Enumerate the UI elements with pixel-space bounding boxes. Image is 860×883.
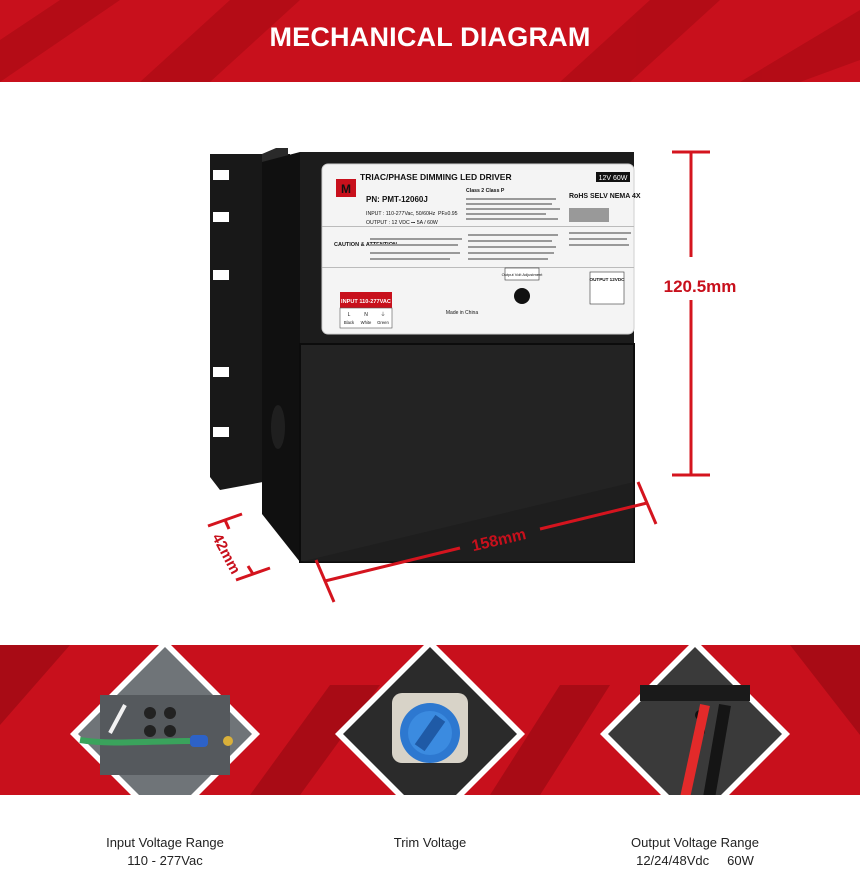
label-pf: PF≥0.95: [438, 211, 458, 217]
caption-trim-voltage: Trim Voltage: [320, 834, 540, 852]
header-banner: MECHANICAL DIAGRAM: [0, 0, 860, 82]
knockout-hole: [271, 405, 285, 449]
label-output-box: OUTPUT 12VDC: [590, 277, 626, 282]
caption-input-title: Input Voltage Range: [106, 835, 224, 850]
trim-dial-icon: [514, 288, 530, 304]
label-input-box: INPUT 110-277VAC: [341, 299, 391, 305]
label-caution: CAUTION & ATTENTION: [334, 242, 397, 248]
wire-g: ⏚: [380, 311, 385, 318]
label-certs: RoHS SELV NEMA 4X: [569, 193, 641, 200]
caption-input-value: 110 - 277Vac: [127, 853, 203, 868]
detail-band-graphic: [0, 645, 860, 795]
driver-side: [262, 152, 300, 562]
caption-output-value: 12/24/48Vdc 60W: [636, 853, 754, 868]
caption-output-title: Output Voltage Range: [631, 835, 759, 850]
label-class: Class 2 Class P: [466, 188, 505, 194]
label-output: OUTPUT : 12 VDC ⎓ 5A / 60W: [366, 220, 438, 226]
dimension-height: 120.5mm: [664, 150, 737, 477]
detail-output-wires: [600, 645, 790, 795]
product-label: M TRIAC/PHASE DIMMING LED DRIVER 12V 60W…: [321, 163, 641, 335]
detail-band: [0, 645, 860, 795]
label-badge: 12V 60W: [599, 175, 628, 182]
wire-n: N: [364, 312, 368, 318]
height-label: 120.5mm: [664, 277, 737, 296]
caption-output-voltage: Output Voltage Range 12/24/48Vdc 60W: [585, 834, 805, 870]
label-made-in: Made in China: [446, 310, 478, 316]
mechanical-diagram: M TRIAC/PHASE DIMMING LED DRIVER 12V 60W…: [207, 148, 737, 603]
caption-input-voltage: Input Voltage Range 110 - 277Vac: [55, 834, 275, 870]
wire-l: L: [348, 312, 351, 318]
detail-input-wires: [70, 645, 260, 795]
svg-text:M: M: [341, 182, 351, 196]
dimension-depth: 42mm: [207, 512, 271, 582]
label-heading: TRIAC/PHASE DIMMING LED DRIVER: [360, 172, 512, 182]
label-pn: PN: PMT-12060J: [366, 195, 428, 204]
label-input: INPUT : 110-277Vac, 50/60Hz: [366, 211, 436, 217]
brand-logo: [336, 179, 356, 197]
label-trim: Output Volt Adjustment: [502, 272, 544, 277]
depth-label: 42mm: [208, 531, 243, 577]
page-title: MECHANICAL DIAGRAM: [269, 22, 591, 52]
wire-color-black: Black: [344, 320, 355, 325]
caption-trim-title: Trim Voltage: [393, 835, 467, 850]
wire-color-green: Green: [377, 320, 389, 325]
detail-trim-pot: [335, 645, 525, 795]
wire-color-white: White: [361, 320, 372, 325]
banner-pattern: [0, 0, 860, 82]
